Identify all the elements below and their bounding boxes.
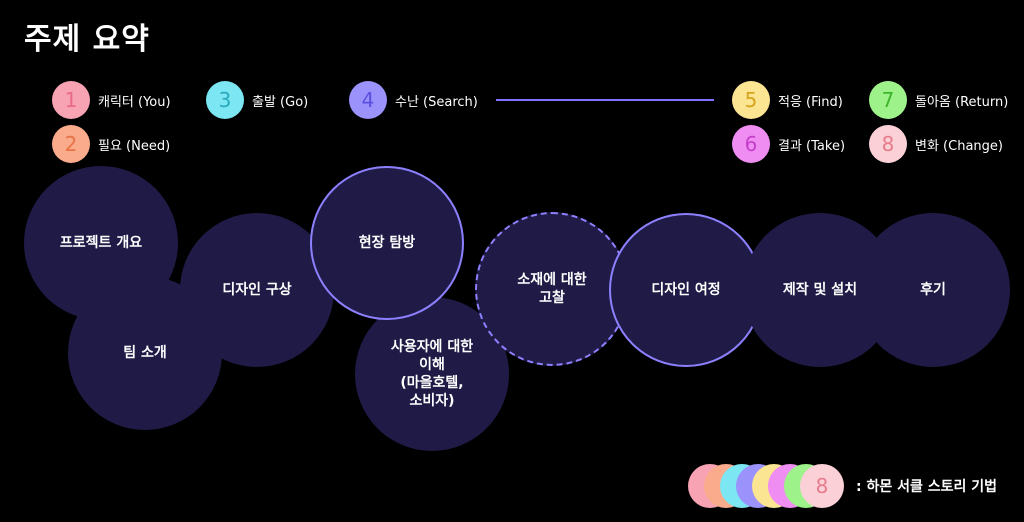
step-8-icon: 8 [869, 125, 907, 163]
legend-label: 필요 (Need) [98, 138, 171, 154]
step-3-icon: 3 [206, 81, 244, 119]
story-circle-stack: 8 [688, 464, 850, 508]
legend-label: 변화 (Change) [915, 138, 1003, 154]
node-label: 소재에 대한 고찰 [517, 272, 587, 306]
step-5-icon: 5 [732, 81, 770, 119]
step-1-icon: 1 [52, 81, 90, 119]
legend-label: 수난 (Search) [395, 94, 478, 110]
legend-label: 결과 (Take) [778, 138, 846, 154]
step-2-icon: 2 [52, 125, 90, 163]
legend-item-4: 4 수난 (Search) [349, 81, 478, 119]
node-label: 사용자에 대한 이해 (마을호텔, 소비자) [390, 339, 474, 409]
node-label: 디자인 구상 [222, 282, 292, 298]
page-title: 주제 요약 [24, 22, 150, 57]
node-label: 후기 [920, 282, 946, 298]
step-8-dot: 8 [800, 464, 844, 508]
node-retrospective: 후기 [856, 213, 1010, 367]
legend-label: 캐릭터 (You) [98, 94, 171, 110]
legend-label: 적응 (Find) [778, 94, 843, 110]
node-label: 프로젝트 개요 [59, 235, 143, 251]
legend-item-5: 5 적응 (Find) [732, 81, 843, 119]
node-material-study: 소재에 대한 고찰 [475, 212, 629, 366]
stack-caption: : 하몬 서클 스토리 기법 [856, 479, 998, 495]
legend-item-6: 6 결과 (Take) [732, 125, 845, 163]
legend-label: 돌아옴 (Return) [915, 94, 1009, 110]
step-6-icon: 6 [732, 125, 770, 163]
legend-item-8: 8 변화 (Change) [869, 125, 1003, 163]
node-label: 디자인 여정 [651, 282, 721, 298]
node-site-visit: 현장 탐방 [310, 166, 464, 320]
node-design-concept: 디자인 구상 [180, 213, 334, 367]
step-4-icon: 4 [349, 81, 387, 119]
legend-item-7: 7 돌아옴 (Return) [869, 81, 1008, 119]
legend-item-2: 2 필요 (Need) [52, 125, 170, 163]
connector-line [496, 99, 714, 101]
legend-item-3: 3 출발 (Go) [206, 81, 308, 119]
legend-label: 출발 (Go) [252, 94, 309, 110]
legend-item-1: 1 캐릭터 (You) [52, 81, 171, 119]
step-7-icon: 7 [869, 81, 907, 119]
node-label: 제작 및 설치 [782, 282, 858, 298]
node-label: 현장 탐방 [358, 235, 416, 251]
node-design-journey: 디자인 여정 [609, 213, 763, 367]
node-label: 팀 소개 [123, 345, 167, 361]
